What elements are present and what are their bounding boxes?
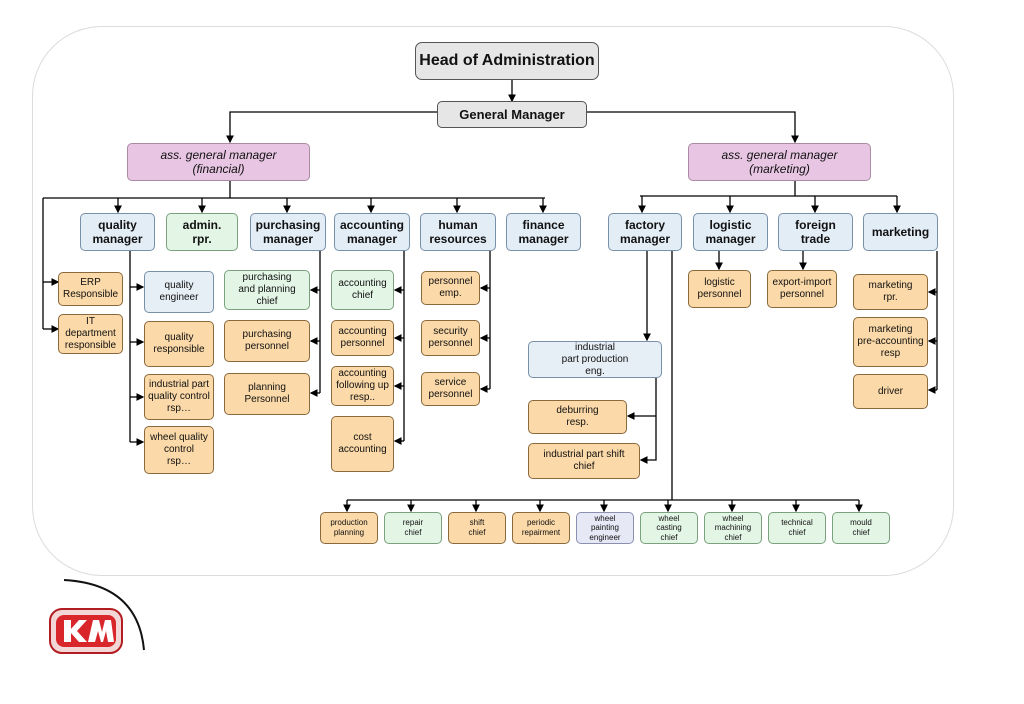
industrial-part-production-eng[interactable]: industrial part production eng. bbox=[528, 341, 662, 378]
marketing-rpr[interactable]: marketing rpr. bbox=[853, 274, 928, 310]
company-logo bbox=[49, 608, 123, 654]
purchasing-manager[interactable]: purchasing manager bbox=[250, 213, 326, 251]
quality-engineer[interactable]: quality engineer bbox=[144, 271, 214, 313]
service-personnel[interactable]: service personnel bbox=[421, 372, 480, 406]
driver[interactable]: driver bbox=[853, 374, 928, 409]
purchasing-and-planning-chief[interactable]: purchasing and planning chief bbox=[224, 270, 310, 310]
logistic-manager[interactable]: logistic manager bbox=[693, 213, 768, 251]
cost-accounting[interactable]: cost accounting bbox=[331, 416, 394, 472]
finance-manager[interactable]: finance manager bbox=[506, 213, 581, 251]
general-manager[interactable]: General Manager bbox=[437, 101, 587, 128]
security-personnel[interactable]: security personnel bbox=[421, 320, 480, 356]
quality-responsible[interactable]: quality responsible bbox=[144, 321, 214, 367]
accounting-chief[interactable]: accounting chief bbox=[331, 270, 394, 310]
repair-chief[interactable]: repair chief bbox=[384, 512, 442, 544]
factory-manager[interactable]: factory manager bbox=[608, 213, 682, 251]
industrial-part-quality-control[interactable]: industrial part quality control rsp… bbox=[144, 374, 214, 420]
marketing[interactable]: marketing bbox=[863, 213, 938, 251]
wheel-painting-engineer[interactable]: wheel painting engineer bbox=[576, 512, 634, 544]
logo-arc bbox=[63, 579, 145, 651]
export-import-personnel[interactable]: export-import personnel bbox=[767, 270, 837, 308]
purchasing-personnel[interactable]: purchasing personnel bbox=[224, 320, 310, 362]
periodic-repairment[interactable]: periodic repairment bbox=[512, 512, 570, 544]
wheel-machining-chief[interactable]: wheel machining chief bbox=[704, 512, 762, 544]
quality-manager[interactable]: quality manager bbox=[80, 213, 155, 251]
ass-general-manager-financial[interactable]: ass. general manager (financial) bbox=[127, 143, 310, 181]
mould-chief[interactable]: mould chief bbox=[832, 512, 890, 544]
logistic-personnel[interactable]: logistic personnel bbox=[688, 270, 751, 308]
technical-chief[interactable]: technical chief bbox=[768, 512, 826, 544]
accounting-personnel[interactable]: accounting personnel bbox=[331, 320, 394, 356]
admin-rpr[interactable]: admin. rpr. bbox=[166, 213, 238, 251]
wheel-casting-chief[interactable]: wheel casting chief bbox=[640, 512, 698, 544]
industrial-part-shift-chief[interactable]: industrial part shift chief bbox=[528, 443, 640, 479]
marketing-pre-accounting-resp[interactable]: marketing pre-accounting resp bbox=[853, 317, 928, 367]
planning-personnel[interactable]: planning Personnel bbox=[224, 373, 310, 415]
foreign-trade[interactable]: foreign trade bbox=[778, 213, 853, 251]
personnel-emp[interactable]: personnel emp. bbox=[421, 271, 480, 305]
accounting-manager[interactable]: accounting manager bbox=[334, 213, 410, 251]
accounting-following-up[interactable]: accounting following up resp.. bbox=[331, 366, 394, 406]
erp-responsible[interactable]: ERP Responsible bbox=[58, 272, 123, 306]
head-of-administration[interactable]: Head of Administration bbox=[415, 42, 599, 80]
wheel-quality-control[interactable]: wheel quality control rsp… bbox=[144, 426, 214, 474]
ass-general-manager-marketing[interactable]: ass. general manager (marketing) bbox=[688, 143, 871, 181]
deburring-resp[interactable]: deburring resp. bbox=[528, 400, 627, 434]
it-department-responsible[interactable]: IT department responsible bbox=[58, 314, 123, 354]
shift-chief[interactable]: shift chief bbox=[448, 512, 506, 544]
diagram-frame bbox=[32, 26, 954, 576]
production-planning[interactable]: production planning bbox=[320, 512, 378, 544]
human-resources[interactable]: human resources bbox=[420, 213, 496, 251]
